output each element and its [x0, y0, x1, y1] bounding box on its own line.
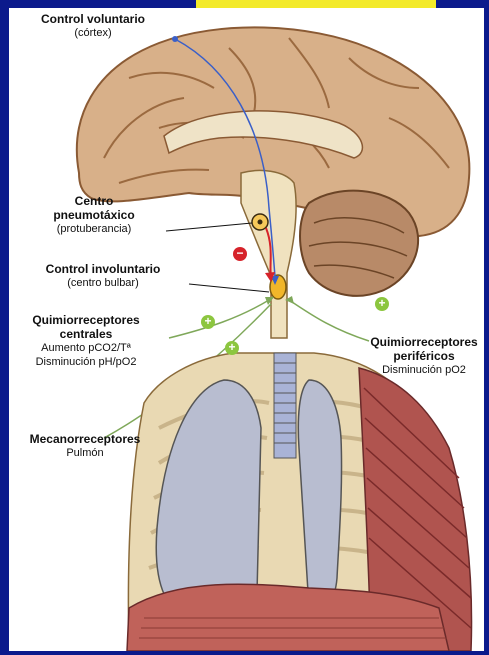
quimio-centrales-line-1: Aumento pCO2/Tª [11, 341, 161, 355]
label-control-involuntario: Control involuntario (centro bulbar) [23, 262, 183, 290]
control-voluntario-sub: (córtex) [23, 26, 163, 40]
top-highlight-bar [196, 0, 436, 8]
centro-title-1: Centro [29, 194, 159, 208]
quimio-perifericos-title-2: periféricos [359, 349, 484, 363]
label-quimio-centrales: Quimiorreceptores centrales Aumento pCO2… [11, 313, 161, 369]
label-mecanorreceptores: Mecanorreceptores Pulmón [15, 432, 155, 460]
centro-title-2: pneumotáxico [29, 208, 159, 222]
diagram-panel: − + + + Control voluntario (córtex) Cent… [9, 8, 484, 651]
label-centro-pneumotaxico: Centro pneumotáxico (protuberancia) [29, 194, 159, 236]
quimio-perifericos-line-1: Disminución pO2 [359, 363, 484, 377]
quimio-centrales-line-2: Disminución pH/pO2 [11, 355, 161, 369]
quimio-centrales-title-2: centrales [11, 327, 161, 341]
mecanorreceptores-sub: Pulmón [15, 446, 155, 460]
control-involuntario-sub: (centro bulbar) [23, 276, 183, 290]
plus-sign-perifericos: + [377, 296, 387, 310]
control-involuntario-title: Control involuntario [23, 262, 183, 276]
quimio-perifericos-title-1: Quimiorreceptores [359, 335, 484, 349]
plus-sign-centrales: + [203, 314, 213, 328]
mecanorreceptores-title: Mecanorreceptores [15, 432, 155, 446]
label-control-voluntario: Control voluntario (córtex) [23, 12, 163, 40]
minus-sign: − [235, 246, 245, 260]
quimio-centrales-title-1: Quimiorreceptores [11, 313, 161, 327]
control-voluntario-title: Control voluntario [23, 12, 163, 26]
plus-sign-mecano: + [227, 340, 237, 354]
centro-sub: (protuberancia) [29, 222, 159, 236]
label-quimio-perifericos: Quimiorreceptores periféricos Disminució… [359, 335, 484, 377]
